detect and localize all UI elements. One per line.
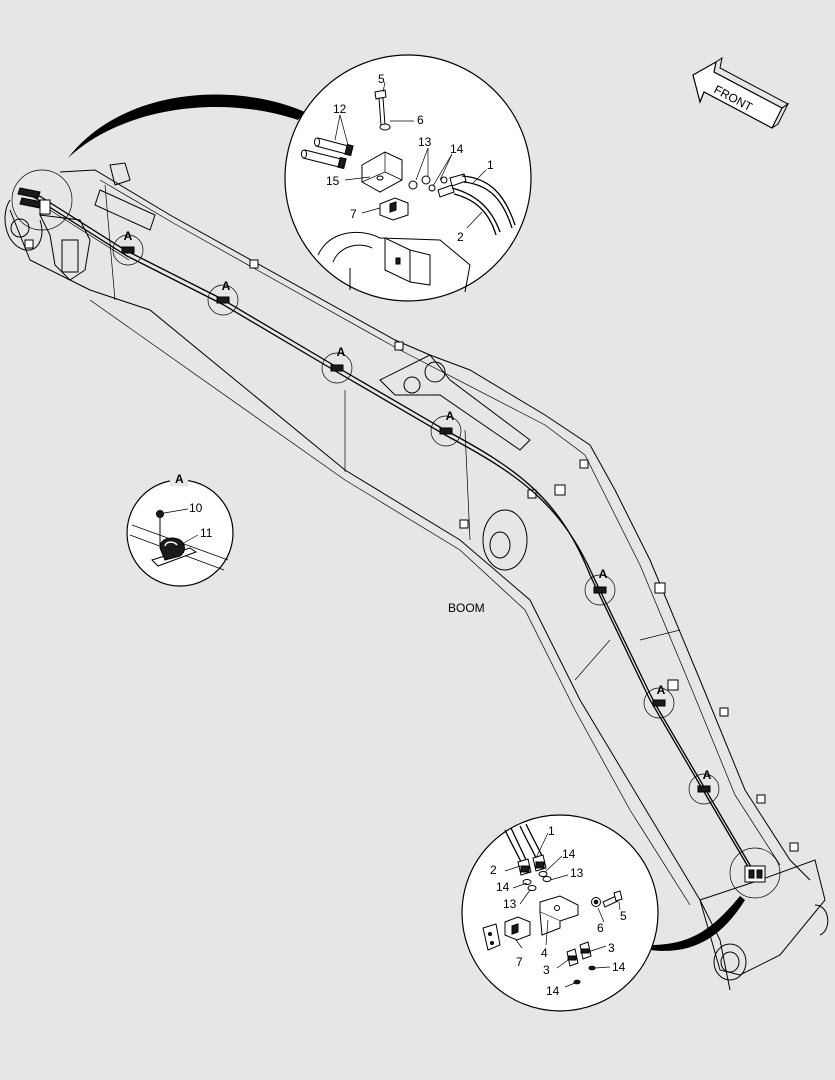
clamp-marker[interactable]: A [643,683,675,719]
callout-label: 1 [548,824,555,838]
callout-label: 13 [418,135,432,149]
bottom-detail-view: 1 14 2 13 14 13 5 6 4 3 7 3 14 14 [461,814,659,1012]
foot-end-fittings [17,187,51,215]
top-detail-view: 5 12 6 13 14 1 15 7 2 [284,54,532,302]
tip-end-fittings [744,865,766,883]
callout-label: 15 [326,174,340,188]
callout-label: 13 [503,897,517,911]
callout-label: 14 [496,880,510,894]
detail-a-view: A 10 11 [126,470,234,587]
callout-label: 5 [620,909,627,923]
clamp-marker-label: A [124,229,133,243]
callout-label: 11 [200,526,213,540]
callout-label: 3 [608,941,615,955]
clamp-markers: A A A A A A A [112,229,720,805]
clamp-marker-label: A [222,279,231,293]
detail-callout-arrow-icon [650,896,745,951]
callout-label: 6 [417,113,424,127]
tip-end-callout-circle [729,847,781,899]
boom-label: BOOM [448,601,485,615]
clamp-marker-label: A [657,683,666,697]
callout-label: 6 [597,921,604,935]
clamp-marker[interactable]: A [430,409,462,447]
clamp-marker[interactable]: A [584,567,616,606]
callout-label: 14 [612,960,626,974]
callout-label: 7 [516,955,523,969]
clamp-marker[interactable]: A [321,345,353,384]
front-arrow-icon: FRONT [692,56,790,129]
clamp-marker-label: A [599,567,608,581]
clamp-marker-label: A [337,345,346,359]
callout-label: 4 [541,946,548,960]
clamp-marker-label: A [703,768,712,782]
callout-label: 13 [570,866,584,880]
callout-label: 5 [378,72,385,86]
callout-label: 14 [450,142,464,156]
detail-a-title: A [175,472,184,486]
clamp-marker-label: A [446,409,455,423]
callout-label: 14 [562,847,576,861]
boom-structure [4,162,829,991]
callout-label: 7 [350,207,357,221]
clamp-marker[interactable]: A [207,279,239,316]
detail-callout-arrow-icon [68,94,305,158]
callout-label: 3 [543,963,550,977]
callout-label: 2 [457,230,464,244]
callout-label: 2 [490,863,497,877]
callout-label: 12 [333,102,347,116]
callout-label: 1 [487,158,494,172]
clamp-marker[interactable]: A [688,768,720,805]
callout-label: 14 [546,984,560,998]
clamp-marker[interactable]: A [112,229,144,266]
callout-label: 10 [189,501,203,515]
foot-end-callout-circle [11,169,73,231]
